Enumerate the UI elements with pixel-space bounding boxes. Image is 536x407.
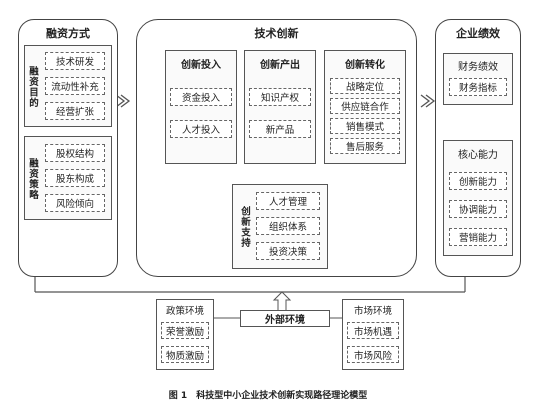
item-innovation-capability: 创新能力	[449, 172, 507, 190]
item-talent-input: 人才投入	[170, 120, 232, 138]
item-liquidity: 流动性补充	[45, 77, 105, 95]
innovation-input-title: 创新投入	[181, 60, 221, 71]
item-market-opportunity: 市场机遇	[347, 322, 399, 339]
item-investment-decision: 投资决策	[256, 242, 320, 260]
innovation-support-label: 创新支持	[239, 206, 250, 248]
item-talent-management: 人才管理	[256, 192, 320, 210]
item-material-incentive: 物质激励	[161, 346, 209, 363]
policy-environment-title: 政策环境	[165, 306, 204, 317]
performance-title: 企业绩效	[456, 27, 500, 40]
chevron-arrow-icon	[115, 94, 436, 108]
figure-caption: 图 1 科技型中小企业技术创新实现路径理论模型	[168, 391, 368, 401]
financial-performance-title: 财务绩效	[458, 62, 498, 73]
item-supply-chain: 供应链合作	[330, 98, 400, 114]
financing-purpose-label: 融资目的	[27, 66, 38, 108]
item-after-sales: 售后服务	[330, 138, 400, 154]
innovation-input-group	[165, 50, 237, 164]
innovation-output-group	[244, 50, 316, 164]
core-capability-title: 核心能力	[458, 150, 498, 161]
financing-title: 融资方式	[46, 27, 90, 40]
item-risk-tendency: 风险倾向	[45, 194, 105, 212]
item-equity-structure: 股权结构	[45, 144, 105, 162]
item-market-risk: 市场风险	[347, 346, 399, 363]
market-environment-title: 市场环境	[353, 306, 392, 317]
external-environment-box: 外部环境	[240, 310, 330, 327]
item-org-system: 组织体系	[256, 217, 320, 235]
item-financial-metrics: 财务指标	[449, 78, 507, 96]
financing-strategy-label: 融资策略	[27, 158, 38, 200]
innovation-transform-title: 创新转化	[345, 60, 385, 71]
item-sales-model: 销售模式	[330, 118, 400, 134]
item-honor-incentive: 荣誉激励	[161, 322, 209, 339]
item-tech-rd: 技术研发	[45, 52, 105, 70]
item-expansion: 经营扩张	[45, 102, 105, 120]
innovation-output-title: 创新产出	[260, 60, 300, 71]
item-shareholders: 股东构成	[45, 169, 105, 187]
item-coordination-capability: 协调能力	[449, 200, 507, 218]
item-strategy-position: 战略定位	[330, 78, 400, 94]
item-new-product: 新产品	[249, 120, 311, 138]
item-capital-input: 资金投入	[170, 88, 232, 106]
innovation-title: 技术创新	[254, 27, 299, 40]
item-marketing-capability: 营销能力	[449, 228, 507, 246]
item-ip: 知识产权	[249, 88, 311, 106]
